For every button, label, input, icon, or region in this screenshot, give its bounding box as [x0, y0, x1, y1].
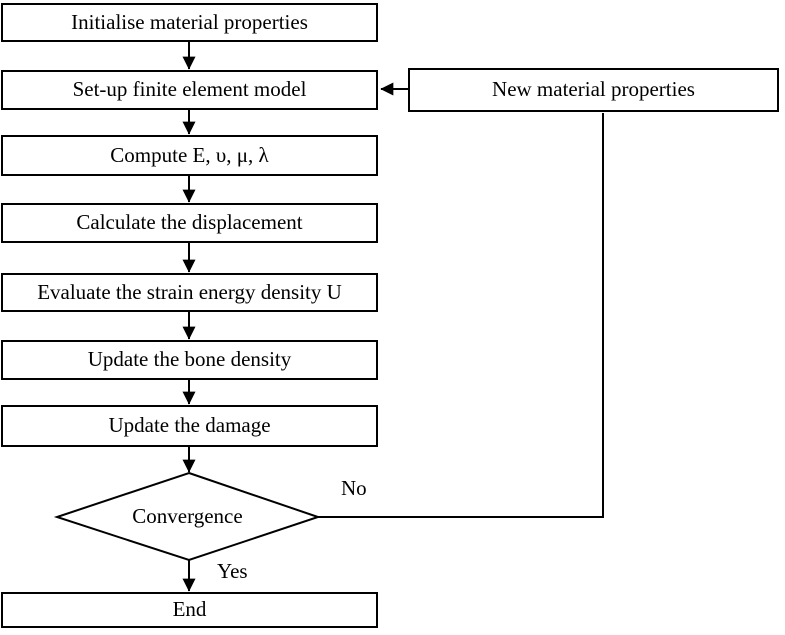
node-label: End [172, 597, 207, 622]
node-label: Initialise material properties [71, 9, 308, 34]
edge-no-branch-line [318, 113, 604, 518]
node-label: Update the bone density [87, 347, 292, 372]
edge-label-yes: Yes [217, 559, 248, 583]
node-calculate-displacement: Calculate the displacement [1, 203, 378, 243]
node-update-bone-density: Update the bone density [1, 340, 378, 380]
node-compute-elastic-constants: Compute E, υ, μ, λ [1, 135, 378, 176]
node-end: End [1, 592, 378, 628]
convergence-diamond-shape [53, 471, 322, 562]
node-convergence: Convergence [57, 473, 318, 560]
node-setup-finite-element-model: Set-up finite element model [1, 70, 378, 110]
node-label: Convergence [132, 504, 243, 528]
edge-label-no: No [341, 476, 367, 500]
node-evaluate-strain-energy-density: Evaluate the strain energy density U [1, 273, 378, 312]
node-initialise-material-properties: Initialise material properties [1, 3, 378, 42]
node-label: Compute E, υ, μ, λ [110, 142, 269, 167]
node-label: Calculate the displacement [76, 210, 303, 235]
node-update-damage: Update the damage [1, 405, 378, 447]
node-label: Evaluate the strain energy density U [37, 279, 342, 304]
node-label: Update the damage [108, 413, 271, 438]
node-label: New material properties [492, 77, 695, 102]
node-label: Set-up finite element model [72, 77, 307, 102]
node-new-material-properties: New material properties [408, 68, 779, 112]
